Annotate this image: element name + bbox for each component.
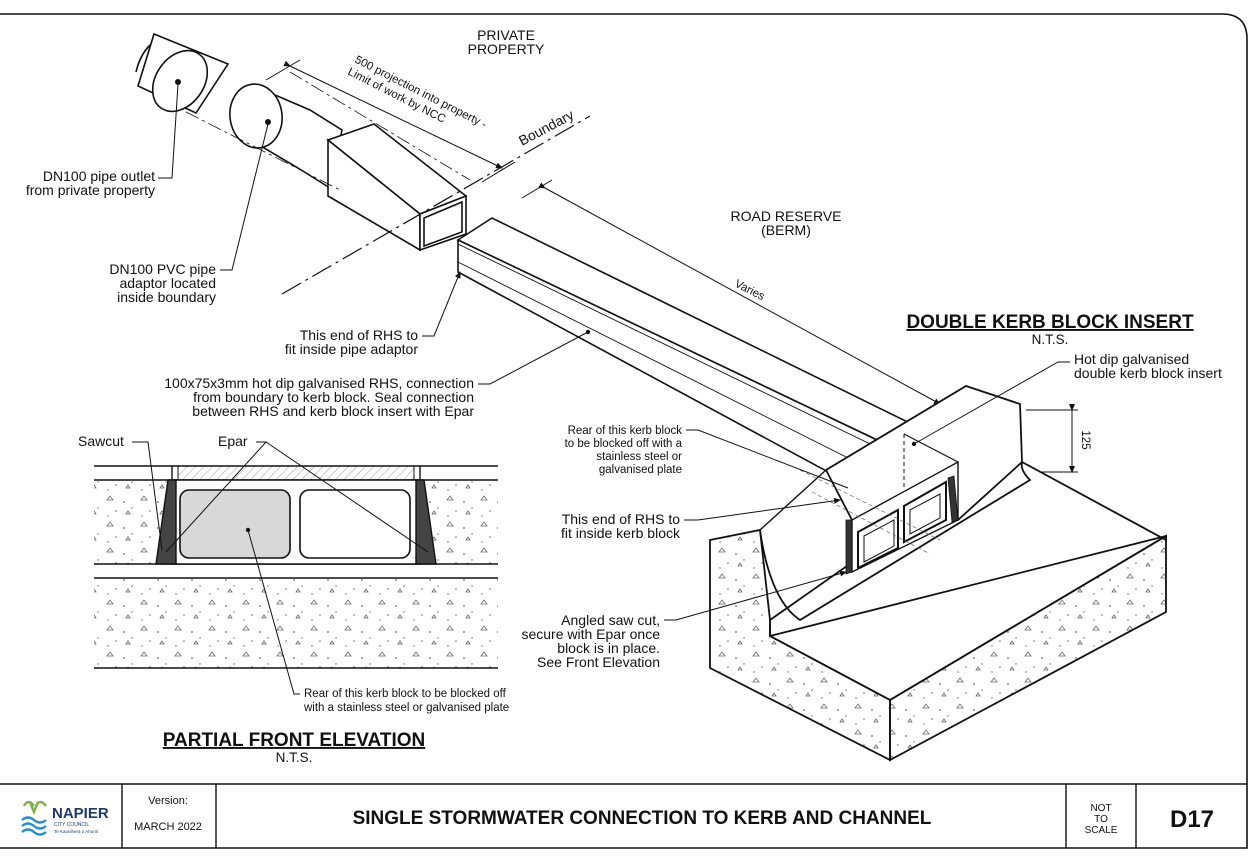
drawing-number: D17	[1170, 806, 1214, 833]
rear-block-iso-label-3: stainless steel or	[596, 451, 682, 463]
boundary-label: Boundary	[516, 106, 576, 148]
title-block	[0, 783, 1247, 848]
version-value: MARCH 2022	[134, 821, 202, 833]
road-reserve-label-2: (BERM)	[761, 222, 811, 238]
scale-line-2: TO	[1094, 814, 1108, 825]
dim-125-label: 125	[1079, 430, 1091, 449]
private-property-label-2: PROPERTY	[468, 41, 545, 57]
rhs-end-kerb-label-2: fit inside kerb block	[561, 525, 681, 541]
kerb-hidden-lines	[799, 469, 941, 555]
version-label: Version:	[148, 795, 188, 807]
boundary-line	[281, 115, 591, 295]
rhs-end-adaptor-label-1: This end of RHS to	[300, 327, 418, 343]
dim-125	[1026, 404, 1078, 473]
double-kerb-nts: N.T.S.	[1032, 332, 1069, 347]
pvc-adaptor-label-2: adaptor located	[119, 275, 216, 291]
angled-saw-label-3: block is in place.	[557, 640, 660, 656]
drawing-title: SINGLE STORMWATER CONNECTION TO KERB AND…	[353, 808, 932, 829]
rhs-end-kerb-label-1: This end of RHS to	[562, 511, 680, 527]
projection-dimension	[265, 59, 516, 183]
logo-tagline: Te Kaunihera o Ahuriri	[54, 829, 98, 834]
rear-block-iso-label-4: galvanised plate	[599, 464, 682, 476]
rear-block-iso-label-1: Rear of this kerb block	[568, 425, 683, 437]
epar-label: Epar	[218, 433, 248, 449]
hot-dip-insert-label-2: double kerb block insert	[1074, 365, 1222, 381]
angled-saw-label-1: Angled saw cut,	[561, 612, 660, 628]
projection-label-1: 500 projection into property -	[353, 54, 489, 131]
rear-block-front-label-2: with a stainless steel or galvanised pla…	[303, 702, 509, 714]
sawcut-label: Sawcut	[78, 433, 124, 449]
pipe-outlet-label-2: from private property	[26, 182, 155, 198]
rear-block-iso-label-2: to be blocked off with a	[565, 438, 683, 450]
rhs-desc-label-3: between RHS and kerb block insert with E…	[192, 403, 474, 419]
partial-front-heading: PARTIAL FRONT ELEVATION	[163, 730, 425, 751]
logo-sub: CITY COUNCIL	[54, 822, 89, 828]
kerb-block	[709, 385, 1167, 762]
private-property-label-1: PRIVATE	[477, 27, 535, 43]
logo-name: NAPIER	[52, 805, 109, 822]
angled-saw-label-2: secure with Epar once	[521, 626, 660, 642]
pipe-outlet-label-1: DN100 pipe outlet	[43, 168, 155, 184]
rear-block-front-label-1: Rear of this kerb block to be blocked of…	[304, 688, 507, 700]
rhs-end-adaptor-label-2: fit inside pipe adaptor	[285, 341, 418, 357]
partial-front-nts: N.T.S.	[276, 750, 313, 765]
pvc-adaptor-label-3: inside boundary	[117, 289, 216, 305]
napier-logo-icon	[21, 800, 47, 836]
angled-saw-label-4: See Front Elevation	[537, 654, 660, 670]
varies-dimension	[521, 179, 941, 405]
rhs-desc-label-1: 100x75x3mm hot dip galvanised RHS, conne…	[164, 375, 474, 391]
scale-line-3: SCALE	[1085, 825, 1118, 836]
road-reserve-label-1: ROAD RESERVE	[731, 208, 842, 224]
pipe-adaptor	[229, 83, 343, 190]
rhs-private-section	[326, 123, 468, 252]
sheet-border	[0, 13, 1248, 849]
rhs-desc-label-2: from boundary to kerb block. Seal connec…	[193, 389, 474, 405]
scale-line-1: NOT	[1090, 803, 1111, 814]
front-elevation	[94, 465, 498, 669]
pipe-outlet	[135, 32, 230, 115]
double-kerb-heading: DOUBLE KERB BLOCK INSERT	[906, 312, 1194, 333]
hot-dip-insert-label-1: Hot dip galvanised	[1074, 351, 1189, 367]
pvc-adaptor-label-1: DN100 PVC pipe	[109, 261, 216, 277]
